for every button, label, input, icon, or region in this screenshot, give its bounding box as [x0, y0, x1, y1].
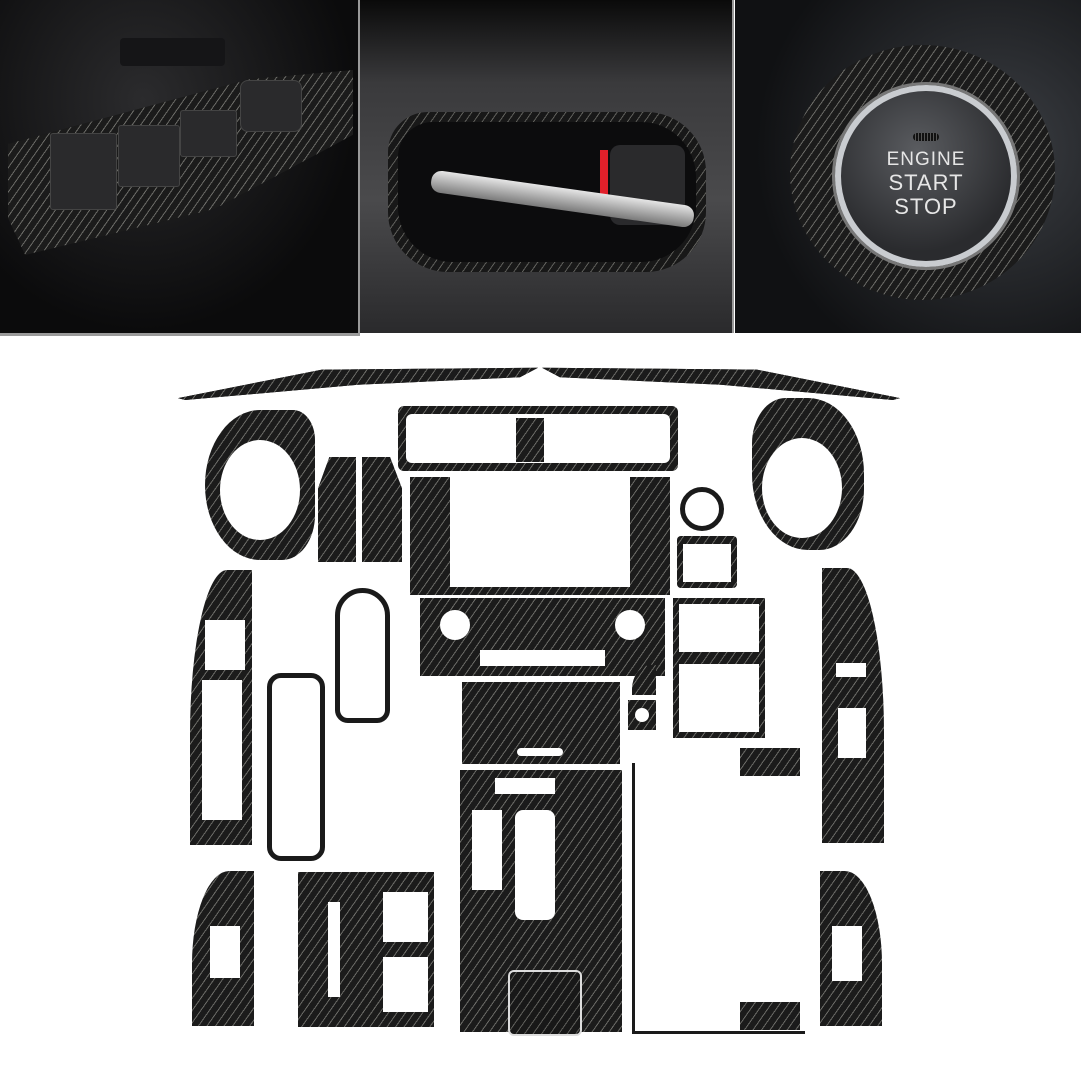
small-box-trim	[677, 536, 737, 588]
bottom-left-switch-panel	[192, 871, 254, 1026]
left-gauge-trim	[205, 410, 315, 560]
window-switch-photo	[0, 0, 360, 336]
mirror-switch	[240, 80, 302, 132]
lock-switch	[180, 110, 237, 157]
console-l-trim	[632, 763, 805, 1034]
start-label-engine: ENGINE	[886, 149, 966, 170]
right-frame-trim	[673, 598, 765, 738]
start-label-start: START	[888, 170, 964, 195]
gear-bottom-pad	[508, 970, 582, 1036]
dash-strip-left	[178, 367, 538, 400]
door-handle-photo	[360, 0, 734, 333]
memory-buttons	[120, 38, 225, 66]
indicator-grille	[913, 133, 939, 141]
hazard-trim	[516, 418, 544, 462]
climate-panel-trim	[420, 598, 665, 676]
handle-ring-trim	[335, 588, 390, 723]
right-gauge-trim	[752, 398, 864, 550]
right-door-panel	[822, 568, 884, 843]
small-ring-trim	[680, 487, 724, 531]
switch-trim-a	[318, 457, 356, 562]
left-door-panel	[190, 570, 252, 845]
switch-trim-b	[362, 457, 402, 562]
engine-start-stop-button: ENGINE START STOP	[835, 85, 1017, 267]
red-lock-indicator	[600, 150, 608, 205]
lower-switch-trim	[740, 1002, 800, 1030]
bottom-right-switch-panel	[820, 871, 882, 1026]
gear-shift-panel	[460, 770, 622, 1036]
start-button-photo: ENGINE START STOP	[735, 0, 1081, 333]
window-switch-2	[118, 125, 180, 187]
window-switch-1	[50, 133, 117, 210]
center-bezel	[398, 406, 678, 471]
screen-frame	[410, 477, 670, 595]
mid-panel-trim	[462, 682, 620, 764]
cup-holder-trim	[267, 673, 325, 861]
small-button-trim	[628, 700, 656, 730]
start-label-stop: STOP	[894, 194, 958, 219]
upper-switch-trim	[740, 748, 800, 776]
vent-frame-trim	[298, 872, 434, 1027]
dash-strip-right	[542, 367, 900, 400]
